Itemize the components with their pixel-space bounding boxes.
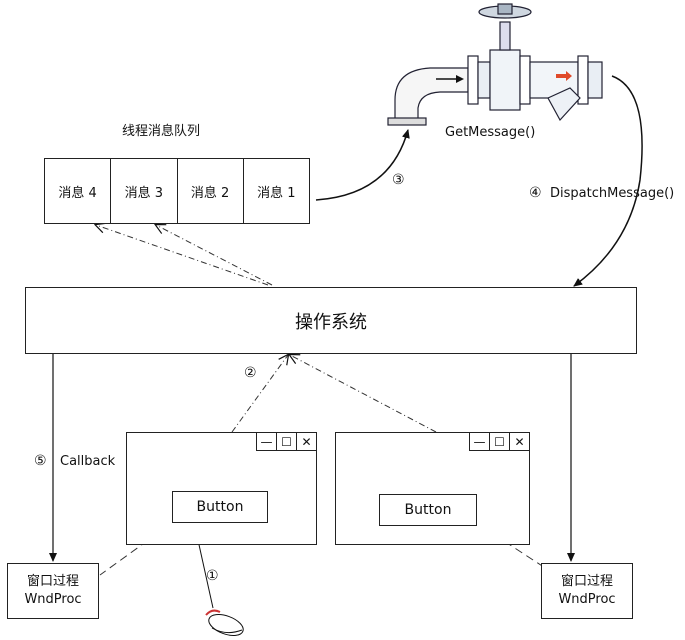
step-4-number: ④: [529, 185, 542, 201]
step-1-number: ①: [206, 568, 219, 584]
maximize-icon[interactable]: ☐: [489, 433, 509, 451]
step-3-label: GetMessage(): [445, 125, 536, 140]
step-3-number: ③: [392, 172, 405, 188]
queue-message-2: 消息 2: [178, 159, 244, 223]
window-controls: — ☐ ✕: [256, 433, 316, 451]
queue-message-1: 消息 1: [257, 185, 296, 201]
os-label: 操作系统: [295, 311, 367, 333]
wndproc-left: 窗口过程 WndProc: [7, 563, 99, 619]
os-box: 操作系统: [25, 287, 637, 354]
message-queue: 消息 4 消息 3 消息 2 消息 1: [44, 158, 310, 224]
wndproc-left-line2: WndProc: [24, 592, 82, 607]
step-5-number: ⑤: [34, 453, 47, 469]
wndproc-right: 窗口过程 WndProc: [541, 563, 633, 619]
queue-message-4: 消息 4: [45, 159, 112, 223]
step-4-label: DispatchMessage(): [550, 186, 675, 201]
close-icon[interactable]: ✕: [296, 433, 316, 451]
window-1: — ☐ ✕ Button: [126, 432, 317, 545]
queue-title: 线程消息队列: [122, 124, 201, 139]
window-1-button[interactable]: Button: [172, 491, 268, 523]
window-2: — ☐ ✕ Button: [335, 432, 530, 545]
maximize-icon[interactable]: ☐: [276, 433, 296, 451]
pipe-valve-icon: [387, 3, 603, 126]
close-icon[interactable]: ✕: [509, 433, 529, 451]
mouse-icon: [205, 609, 244, 636]
wndproc-left-line1: 窗口过程: [26, 574, 79, 589]
window-2-button[interactable]: Button: [379, 494, 477, 526]
step-2-number: ②: [244, 365, 257, 381]
minimize-icon[interactable]: —: [469, 433, 489, 451]
window-controls: — ☐ ✕: [469, 433, 529, 451]
minimize-icon[interactable]: —: [256, 433, 276, 451]
step-5-label: Callback: [60, 454, 116, 469]
wndproc-right-line2: WndProc: [558, 592, 616, 607]
queue-message-3: 消息 3: [111, 159, 178, 223]
wndproc-right-line1: 窗口过程: [560, 574, 613, 589]
